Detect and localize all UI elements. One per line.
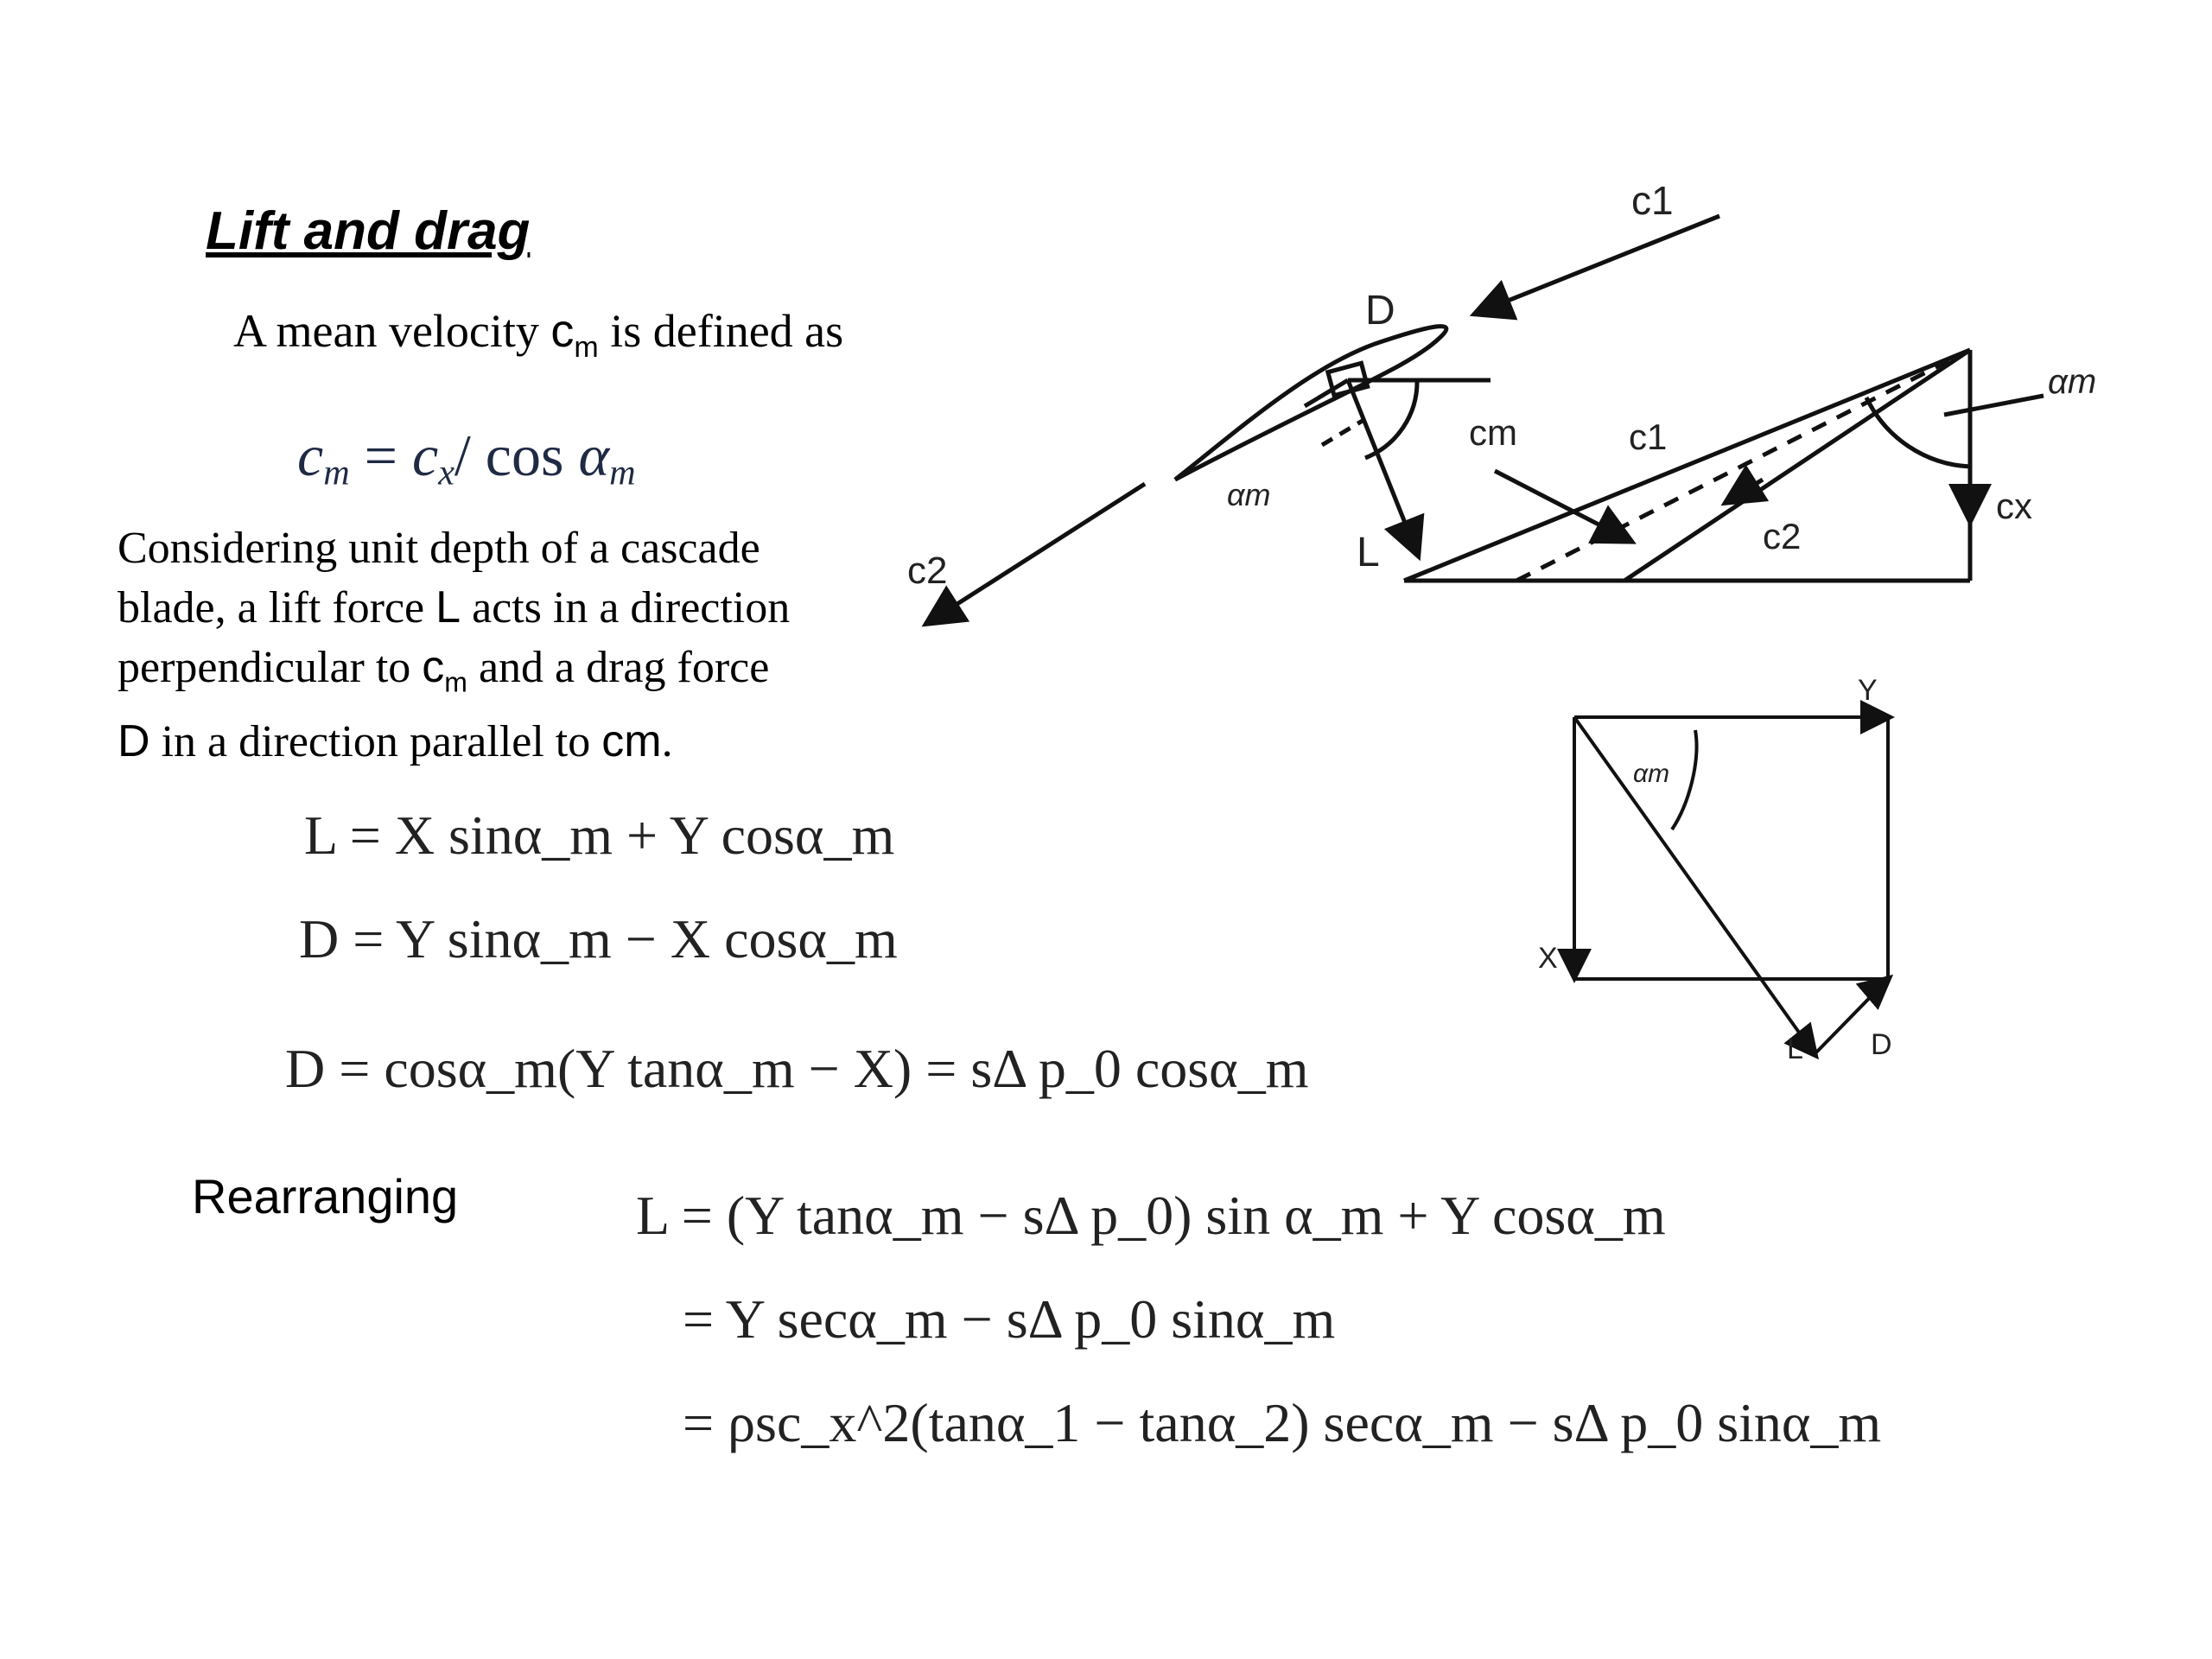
eq-r3-text: = ρsc_x^2(tanα_1 − tanα_2) secα_m − sΔ p… xyxy=(683,1392,1882,1453)
label-alpha-m-left: αm xyxy=(1227,477,1271,512)
para-line-2: blade, a lift force L acts in a directio… xyxy=(118,578,895,638)
drag-line xyxy=(1303,378,1350,409)
eq-cm-cos: / cos xyxy=(454,423,579,488)
eq-r2-text: = Y secα_m − sΔ p_0 sinα_m xyxy=(683,1288,1336,1350)
equation-lift: L = X sinα_m + Y cosα_m xyxy=(304,804,894,868)
eq-cm-cx-sub: x xyxy=(438,452,454,493)
eq-r1-text: L = (Y tanα_m − sΔ p_0) sin α_m + Y cosα… xyxy=(636,1185,1666,1246)
para-line2-b: acts in a direction xyxy=(461,583,791,632)
label-c1-top: c1 xyxy=(1631,178,1674,223)
para-line3-b: and a drag force xyxy=(467,643,770,692)
equation-rearranged-1: L = (Y tanα_m − sΔ p_0) sin α_m + Y cosα… xyxy=(636,1184,1666,1248)
eq-cm-cx: c xyxy=(412,423,439,488)
para-line4-sym: D xyxy=(118,716,150,767)
cascade-velocity-diagram: c1 D cm c1 αm αm cx c2 L c2 xyxy=(907,178,2096,627)
intro-text: A mean velocity cm is defined as xyxy=(233,304,843,365)
equation-cm: cm = cx/ cos αm xyxy=(297,422,636,494)
box-label-L: L xyxy=(1787,1033,1803,1065)
para-line2-sym: L xyxy=(435,582,461,632)
eq-cm-lhs: c xyxy=(297,423,324,488)
label-D: D xyxy=(1365,288,1395,334)
c2-arrow xyxy=(921,481,1147,627)
equation-drag: D = Y sinα_m − X cosα_m xyxy=(299,907,898,971)
triangle-c2-side xyxy=(1623,347,1972,583)
cm-pointer-arrow xyxy=(1493,468,1637,544)
intro-after: is defined as xyxy=(598,305,844,357)
box-label-alpha-m: αm xyxy=(1633,760,1669,788)
box-label-Y: Y xyxy=(1858,674,1878,707)
box-angle-arc xyxy=(1670,729,1699,831)
label-L: L xyxy=(1357,530,1380,575)
D-arrowhead xyxy=(1855,974,1894,1010)
eq-drag-text: D = Y sinα_m − X cosα_m xyxy=(299,908,898,969)
lift-arrow xyxy=(1345,379,1425,562)
eq-cm-lhs-sub: m xyxy=(323,452,350,493)
label-cm: cm xyxy=(1469,412,1517,453)
box-label-X: X xyxy=(1538,942,1558,975)
diagonal-L xyxy=(1573,715,1816,1056)
cm-dash-blade xyxy=(1320,416,1367,448)
intro-symbol: c xyxy=(550,305,575,357)
para-line4-sym2: cm xyxy=(601,716,662,767)
c2-triangle-arrow xyxy=(1720,464,1770,506)
para-line3-sub: m xyxy=(444,666,467,698)
equation-rearranged-3: = ρsc_x^2(tanα_1 − tanα_2) secα_m − sΔ p… xyxy=(683,1391,1881,1455)
equation-drag-2: D = cosα_m(Y tanα_m − X) = sΔ p_0 cosα_m xyxy=(285,1037,1308,1101)
label-cx: cx xyxy=(1996,486,2032,526)
eq-cm-alpha: α xyxy=(578,423,610,488)
description-paragraph: Considering unit depth of a cascade blad… xyxy=(118,518,895,772)
para-line4-b: in a direction parallel to xyxy=(149,717,602,767)
para-line3-a: perpendicular to xyxy=(118,643,423,692)
label-c1-mid: c1 xyxy=(1629,416,1667,457)
para-line2-a: blade, a lift force xyxy=(118,583,436,632)
intro-symbol-sub: m xyxy=(574,330,599,364)
label-alpha-m-right: αm xyxy=(2048,363,2096,401)
intro-before: A mean velocity xyxy=(233,305,551,357)
eq-lift-text: L = X sinα_m + Y cosα_m xyxy=(304,804,895,866)
box-label-D: D xyxy=(1871,1028,1892,1061)
L-arrowhead xyxy=(1783,1021,1819,1060)
equation-rearranged-2: = Y secα_m − sΔ p_0 sinα_m xyxy=(683,1287,1335,1351)
alpha-leader xyxy=(1943,393,2044,417)
para-line-1: Considering unit depth of a cascade xyxy=(118,524,760,573)
force-resolution-diagram: Y αm X L D xyxy=(1538,674,1895,1065)
angle-arc-right xyxy=(1864,396,1971,469)
triangle-cm-dashed xyxy=(1515,347,1972,583)
eq-cm-alpha-sub: m xyxy=(609,452,636,493)
slide-title: Lift and drag xyxy=(206,201,531,261)
label-c2-left: c2 xyxy=(907,550,947,592)
triangle-c1-side xyxy=(1403,347,1971,583)
rearranging-label: Rearranging xyxy=(192,1169,459,1224)
eq-cm-equals: = xyxy=(349,423,412,488)
c1-arrow xyxy=(1469,213,1720,321)
para-line3-sym: c xyxy=(422,642,445,692)
para-line-4: D in a direction parallel to cm. xyxy=(118,712,895,772)
para-line4-end: . xyxy=(661,717,673,767)
label-c2-mid: c2 xyxy=(1763,516,1801,556)
eq-drag2-text: D = cosα_m(Y tanα_m − X) = sΔ p_0 cosα_m xyxy=(285,1038,1309,1099)
para-line-3: perpendicular to cm and a drag force xyxy=(118,638,895,712)
